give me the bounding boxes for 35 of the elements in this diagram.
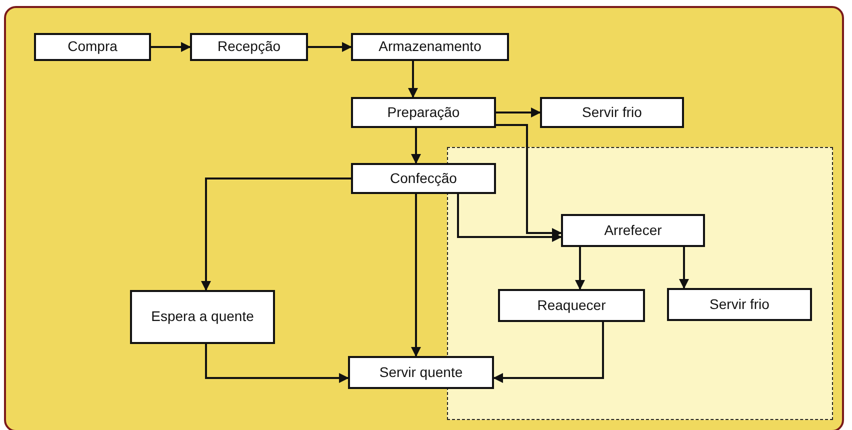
arrow xyxy=(457,194,562,242)
process-box xyxy=(667,288,812,321)
box-label: Espera a quente xyxy=(151,308,254,326)
box-label: Recepção xyxy=(217,38,281,56)
arrow xyxy=(308,42,352,52)
process-box xyxy=(190,33,308,61)
box-label: Armazenamento xyxy=(378,38,482,56)
box-label: Servir quente xyxy=(379,364,463,382)
process-box xyxy=(130,290,275,344)
process-box xyxy=(540,97,684,128)
process-box xyxy=(348,356,494,389)
box-label: Preparação xyxy=(387,104,460,122)
arrow xyxy=(408,61,418,98)
process-box xyxy=(34,33,151,61)
arrow xyxy=(151,42,191,52)
box-label: Arrefecer xyxy=(604,222,662,240)
arrow xyxy=(493,322,604,383)
arrow xyxy=(411,128,421,164)
arrow xyxy=(496,124,562,238)
arrow xyxy=(679,247,689,289)
box-label: Servir frio xyxy=(582,104,642,122)
process-box xyxy=(351,33,509,61)
process-box xyxy=(351,163,496,194)
box-label: Compra xyxy=(68,38,118,56)
arrow xyxy=(205,344,349,383)
arrow xyxy=(201,178,351,291)
arrow xyxy=(575,247,585,290)
process-box xyxy=(561,214,705,247)
arrow xyxy=(411,194,421,357)
arrow xyxy=(496,108,541,118)
box-label: Reaquecer xyxy=(537,296,606,314)
box-label: Servir frio xyxy=(710,296,770,314)
process-box xyxy=(498,289,645,322)
process-box xyxy=(351,97,496,128)
box-label: Confecção xyxy=(390,170,457,188)
